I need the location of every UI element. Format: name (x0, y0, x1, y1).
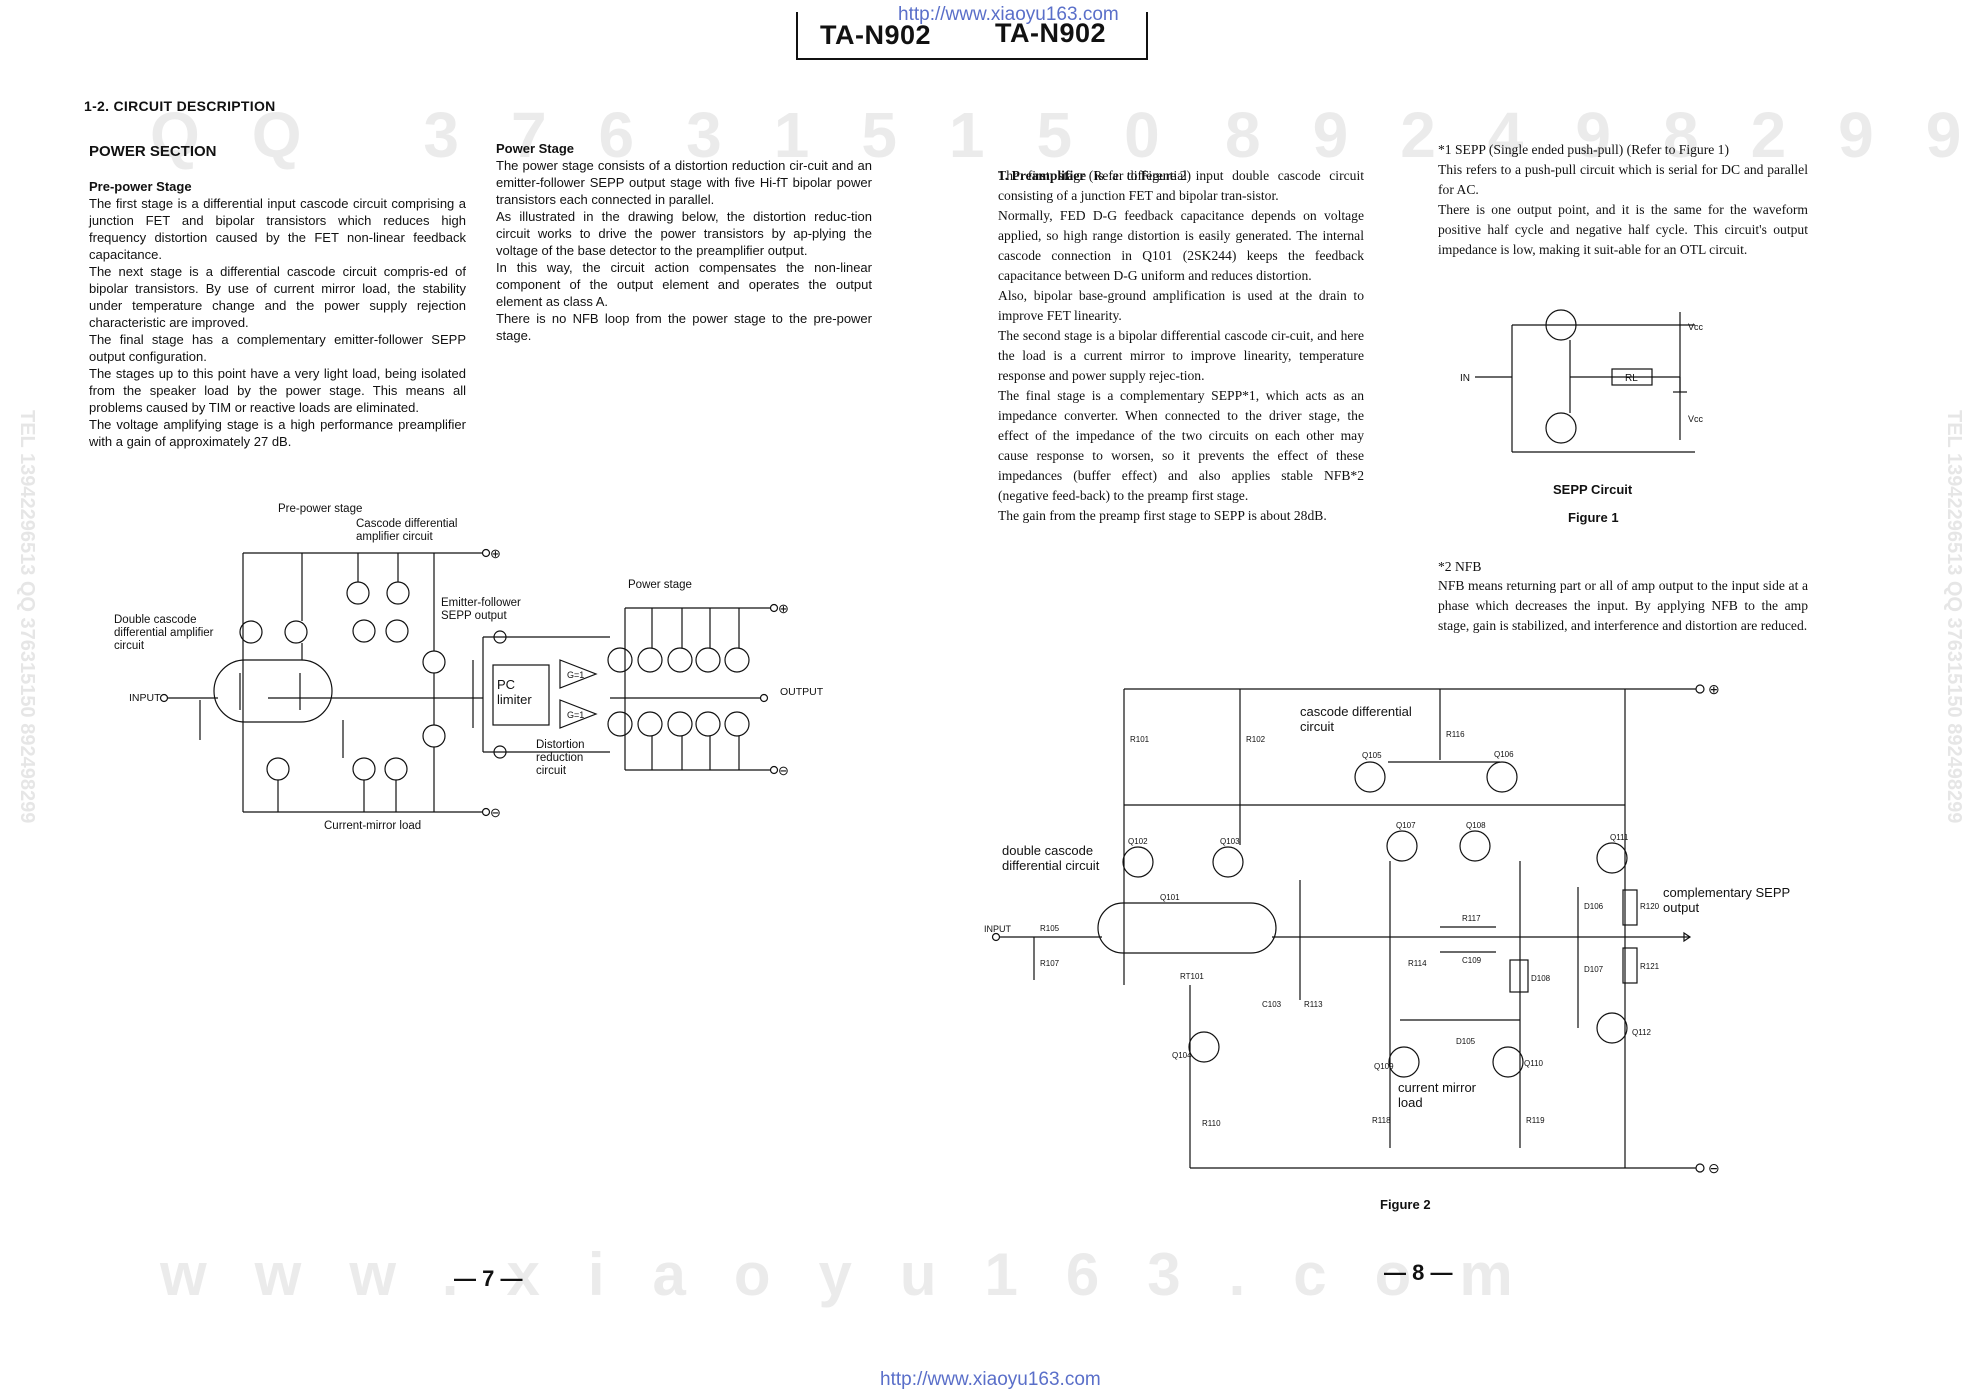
part-r113: R113 (1304, 1000, 1323, 1009)
part-q106: Q106 (1494, 750, 1514, 759)
part-q110: Q110 (1524, 1059, 1544, 1068)
plus-terminal-power: ⊕ (778, 601, 789, 616)
header-box (796, 12, 1148, 60)
label-emitter-follower: Emitter-follower SEPP output (441, 597, 521, 622)
part-q112: Q112 (1632, 1028, 1652, 1037)
part-r121: R121 (1640, 962, 1660, 971)
part-q104: Q104 (1172, 1051, 1192, 1060)
part-r118: R118 (1372, 1116, 1391, 1125)
part-r114: R114 (1408, 959, 1427, 968)
label-cascode-differential: Cascode differential amplifier circuit (356, 518, 458, 543)
label-pre-power-stage: Pre-power stage (278, 503, 363, 515)
plus-terminal-top: ⊕ (490, 546, 501, 561)
part-r117: R117 (1462, 914, 1481, 923)
fig1-caption: Figure 1 (1568, 510, 1619, 525)
part-d108: D108 (1531, 974, 1551, 983)
part-r120: R120 (1640, 902, 1660, 911)
fig1-in-label: IN (1460, 373, 1470, 384)
fig1-vcc2-label: Vcc (1688, 414, 1704, 424)
fig2-plus-terminal: ⊕ (1708, 681, 1720, 697)
part-d106: D106 (1584, 902, 1604, 911)
part-q108: Q108 (1466, 821, 1486, 830)
part-r110: R110 (1202, 1119, 1221, 1128)
label-current-mirror: Current-mirror load (324, 820, 422, 832)
part-q109: Q109 (1374, 1062, 1394, 1071)
part-r119: R119 (1526, 1116, 1545, 1125)
power-section-title: POWER SECTION (89, 143, 217, 160)
page-number-8: — 8 — (1384, 1260, 1453, 1285)
fig1-rl-label: RL (1625, 373, 1638, 384)
section-heading: 1-2. CIRCUIT DESCRIPTION (84, 98, 276, 114)
fig2-input-label: INPUT (984, 924, 1011, 934)
minus-terminal-power: ⊖ (778, 763, 789, 778)
fig2-double-cascode-label: double cascode differential circuit (1002, 843, 1100, 873)
power-stage-text: The power stage consists of a distortion… (496, 158, 872, 343)
fig2-cascode-label: cascode differential circuit (1300, 704, 1412, 734)
part-q105: Q105 (1362, 751, 1382, 760)
fig2-minus-terminal: ⊖ (1708, 1160, 1720, 1176)
label-distortion-reduction: Distortion reduction circuit (536, 739, 585, 777)
preamp-heading: 1. Preamplifier (998, 168, 1086, 183)
part-q111: Q111 (1610, 833, 1629, 842)
part-q102: Q102 (1128, 837, 1148, 846)
pre-power-text: The first stage is a differential input … (89, 196, 466, 449)
preamp-ref: (Refer to Figure 2) (1085, 168, 1192, 183)
part-c103: C103 (1262, 1000, 1282, 1009)
part-d105: D105 (1456, 1037, 1476, 1046)
part-r102: R102 (1246, 735, 1266, 744)
label-double-cascode: Double cascode differential amplifier ci… (114, 614, 214, 652)
part-q103: Q103 (1220, 837, 1240, 846)
fig2-current-mirror-label: current mirror load (1398, 1080, 1477, 1110)
g1-top-label: G=1 (567, 670, 584, 680)
label-output: OUTPUT (780, 686, 824, 698)
label-pc-limiter: PC limiter (497, 677, 532, 707)
part-r116: R116 (1446, 730, 1465, 739)
watermark-faint-right: 892498299 (1225, 99, 1975, 171)
part-c109: C109 (1462, 956, 1482, 965)
fig1-vcc1-label: Vcc (1688, 322, 1704, 332)
label-input: INPUT (129, 692, 161, 704)
fig2-complementary-label: complementary SEPP output (1663, 885, 1791, 915)
part-rt101: RT101 (1180, 972, 1204, 981)
part-q101: Q101 (1160, 893, 1180, 902)
minus-terminal-bottom: ⊖ (490, 805, 501, 820)
fig2-caption: Figure 2 (1380, 1197, 1431, 1212)
watermark-faint-left: QQ 376315150 (150, 99, 1212, 171)
g1-bottom-label: G=1 (567, 710, 584, 720)
url-watermark-bottom: http://www.xiaoyu163.com (880, 1369, 1101, 1390)
note2-heading: *2 NFB (1438, 559, 1482, 574)
fig1-title: SEPP Circuit (1553, 482, 1633, 497)
page-number-7: — 7 — (454, 1266, 523, 1291)
header-title-left: TA-N902 (820, 20, 932, 50)
note1-text: *1 SEPP (Single ended push-pull) (Refer … (1438, 142, 1808, 257)
part-d107: D107 (1584, 965, 1604, 974)
part-r105: R105 (1040, 924, 1060, 933)
pre-power-heading: Pre-power Stage (89, 179, 192, 194)
label-power-stage: Power stage (628, 579, 692, 591)
watermark-faint-bottom: www.xiaoyu163.com (160, 1241, 1561, 1308)
power-stage-heading: Power Stage (496, 141, 575, 156)
header-title-right: TA-N902 (995, 18, 1107, 48)
part-r101: R101 (1130, 735, 1150, 744)
preamp-heading-line: 1. Preamplifier (Refer to Figure 2) (998, 146, 1191, 186)
note2-text: NFB means returning part or all of amp o… (1438, 578, 1808, 633)
preamp-text: The first stage is a differential input … (998, 168, 1364, 523)
part-r107: R107 (1040, 959, 1060, 968)
part-q107: Q107 (1396, 821, 1416, 830)
url-watermark-top: http://www.xiaoyu163.com (898, 4, 1119, 25)
